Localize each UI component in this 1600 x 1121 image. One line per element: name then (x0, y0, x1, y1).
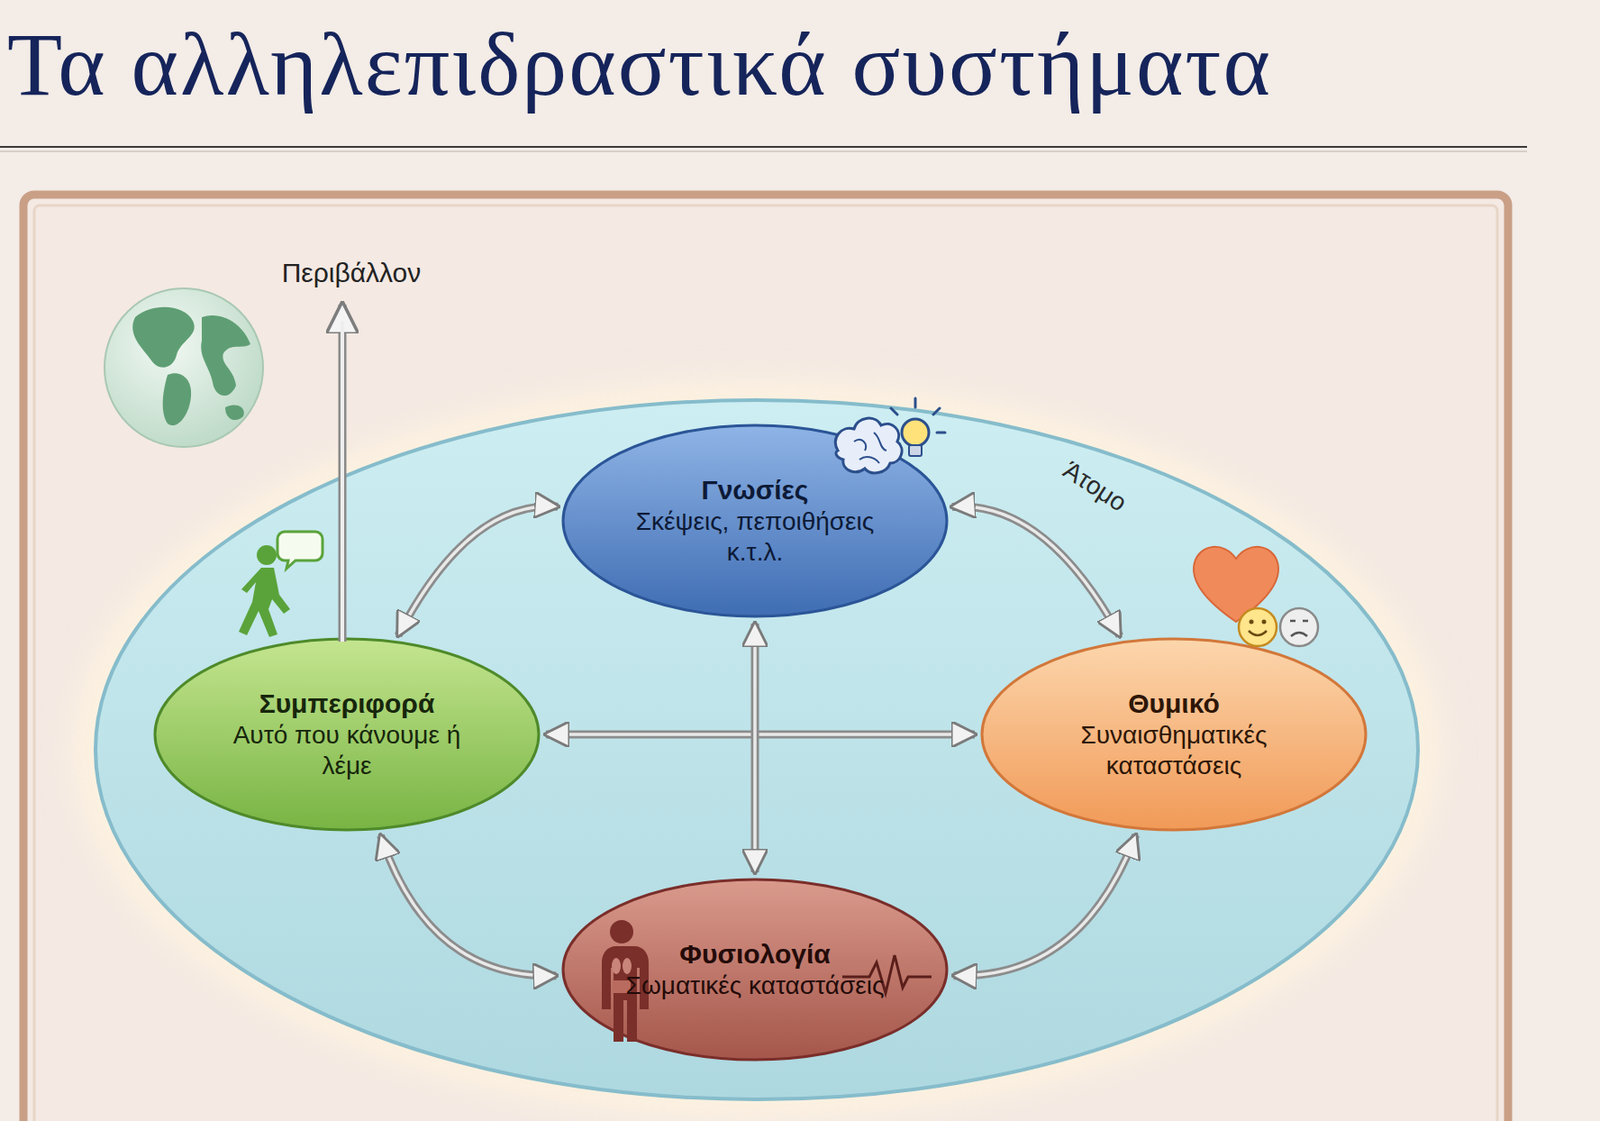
double-arrow (545, 734, 975, 736)
double-arrow (954, 835, 1137, 976)
node-texts: ΦυσιολογίαΣωματικές καταστάσεις (626, 937, 885, 1001)
node-heading: Θυμικό (1038, 687, 1310, 720)
node-texts: ΣυμπεριφοράΑυτό που κάνουμε ή λέμε (211, 687, 482, 781)
node-heading: Γνωσίες (619, 473, 891, 507)
behaviour-ellipse: ΣυμπεριφοράΑυτό που κάνουμε ή λέμε (153, 636, 541, 832)
double-arrow (398, 506, 558, 636)
node-texts: ΘυμικόΣυναισθηματικές καταστάσεις (1038, 687, 1310, 781)
globe-icon (104, 288, 264, 447)
node-body: Αυτό που κάνουμε ή λέμε (211, 719, 482, 781)
pulse-line (842, 954, 932, 993)
node-heading: Φυσιολογία (626, 937, 885, 971)
title: Τα αλληλεπιδραστικά συστήματα (7, 10, 1273, 119)
speech-bubble-icon (277, 531, 323, 569)
double-arrow (381, 835, 557, 976)
node-heading: Συμπεριφορά (211, 687, 482, 720)
brain-bulb-icon (835, 398, 946, 473)
node-body: Σωματικές καταστάσεις (626, 970, 885, 1001)
double-arrow (952, 506, 1120, 637)
environment-label: Περιβάλλον (270, 257, 433, 289)
node-body: Σκέψεις, πεποιθήσεις κ.τ.λ. (619, 506, 891, 567)
mood-ellipse: ΘυμικόΣυναισθηματικές καταστάσεις (980, 636, 1368, 832)
body-icon (601, 919, 649, 1042)
node-texts: ΓνωσίεςΣκέψεις, πεποιθήσεις κ.τ.λ. (619, 473, 891, 567)
node-body: Συναισθηματικές καταστάσεις (1038, 719, 1310, 781)
environment-arrow-highlight (340, 320, 345, 642)
environment-arrow (338, 304, 347, 642)
emotion-icons (1193, 546, 1319, 646)
double-arrow (754, 623, 756, 873)
